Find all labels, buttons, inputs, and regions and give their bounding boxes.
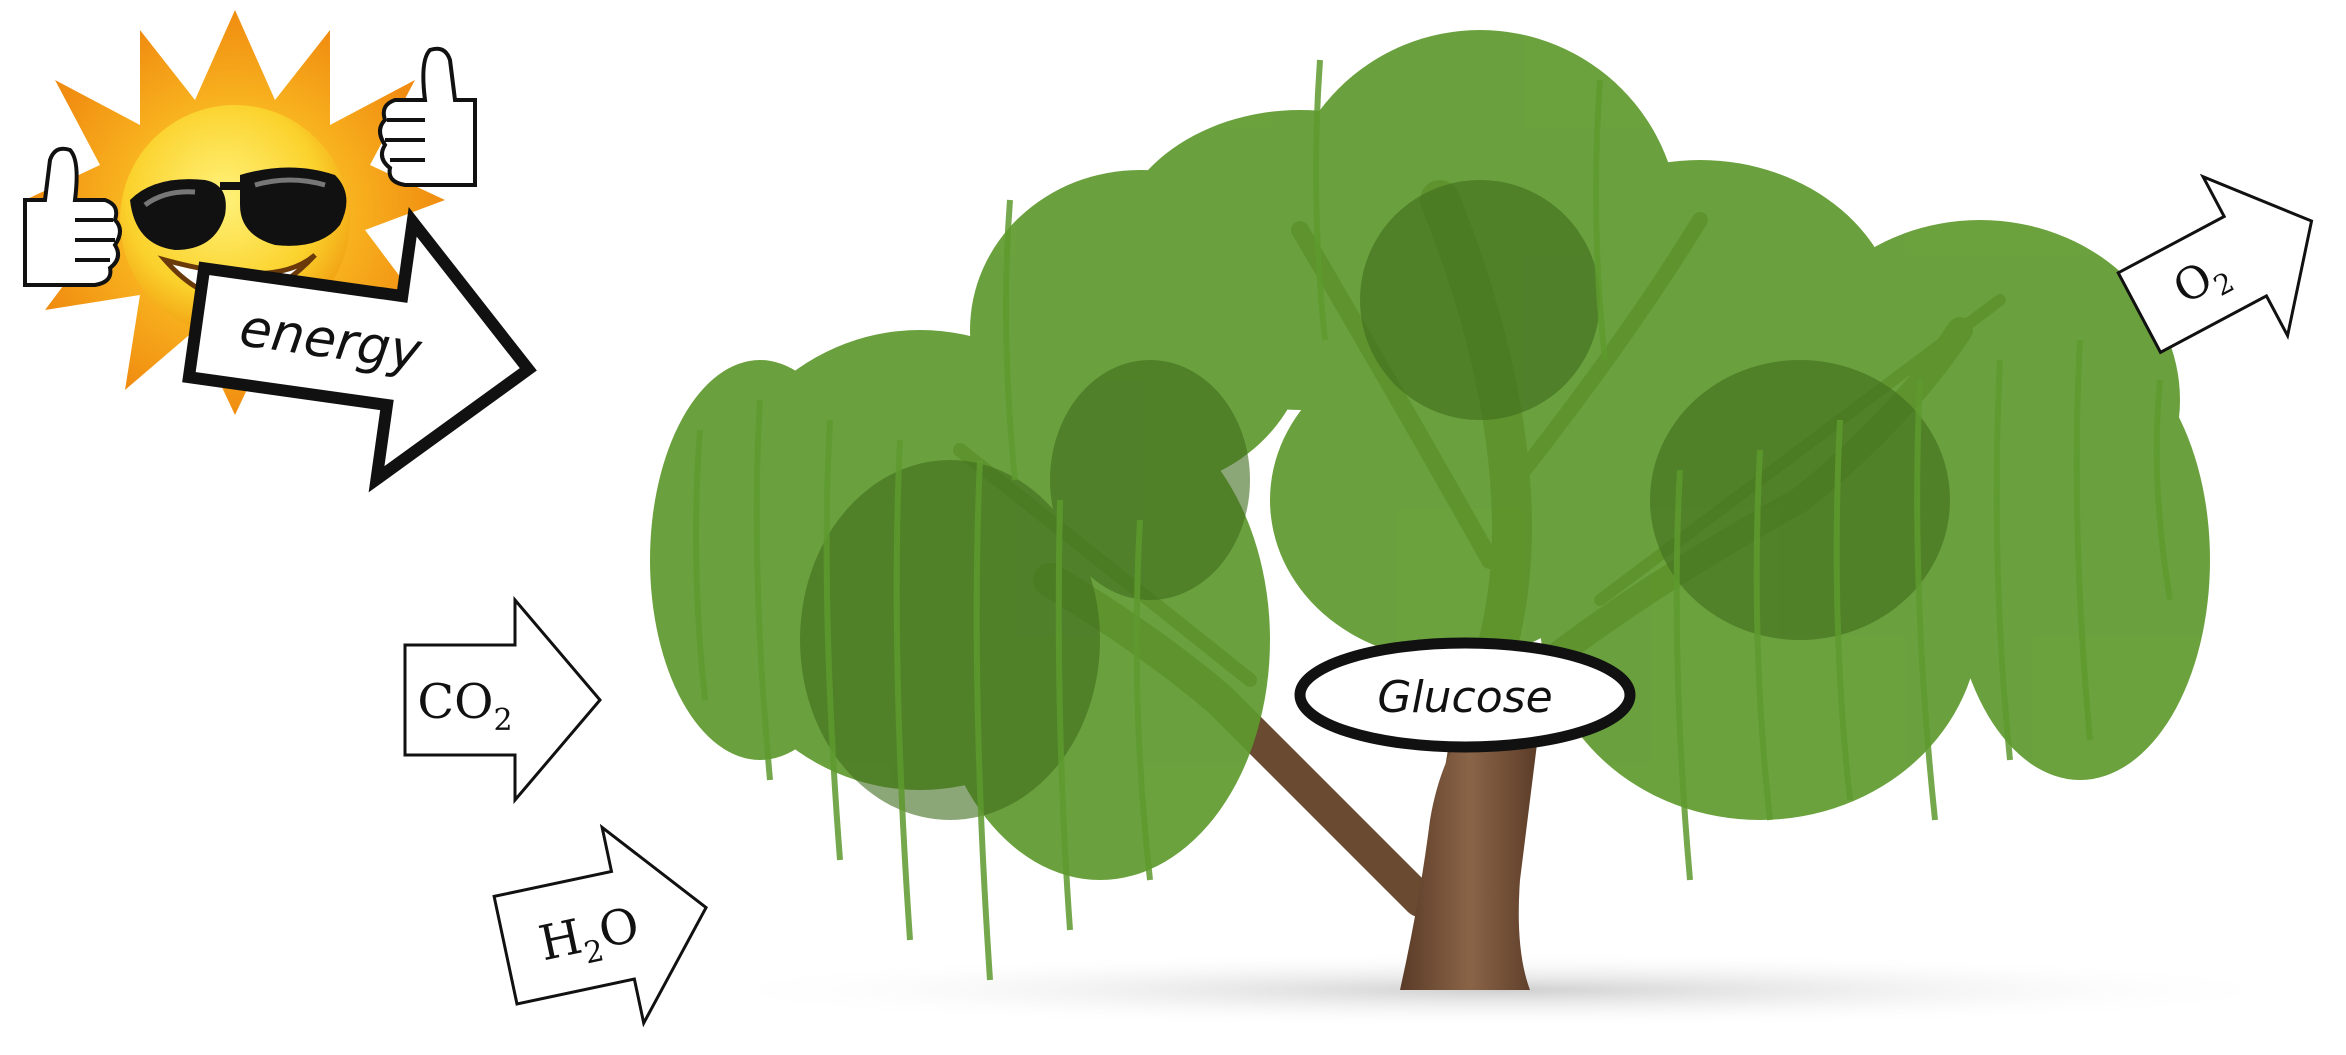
co2-arrow: CO2 — [405, 600, 600, 800]
co2-label: CO — [417, 674, 493, 730]
glucose-label-box: Glucose — [1300, 643, 1630, 747]
glucose-label: Glucose — [1377, 672, 1552, 723]
co2-subscript: 2 — [493, 703, 512, 738]
weeping-willow-tree-icon — [650, 30, 2210, 990]
h2o-arrow: H2O — [485, 810, 727, 1048]
